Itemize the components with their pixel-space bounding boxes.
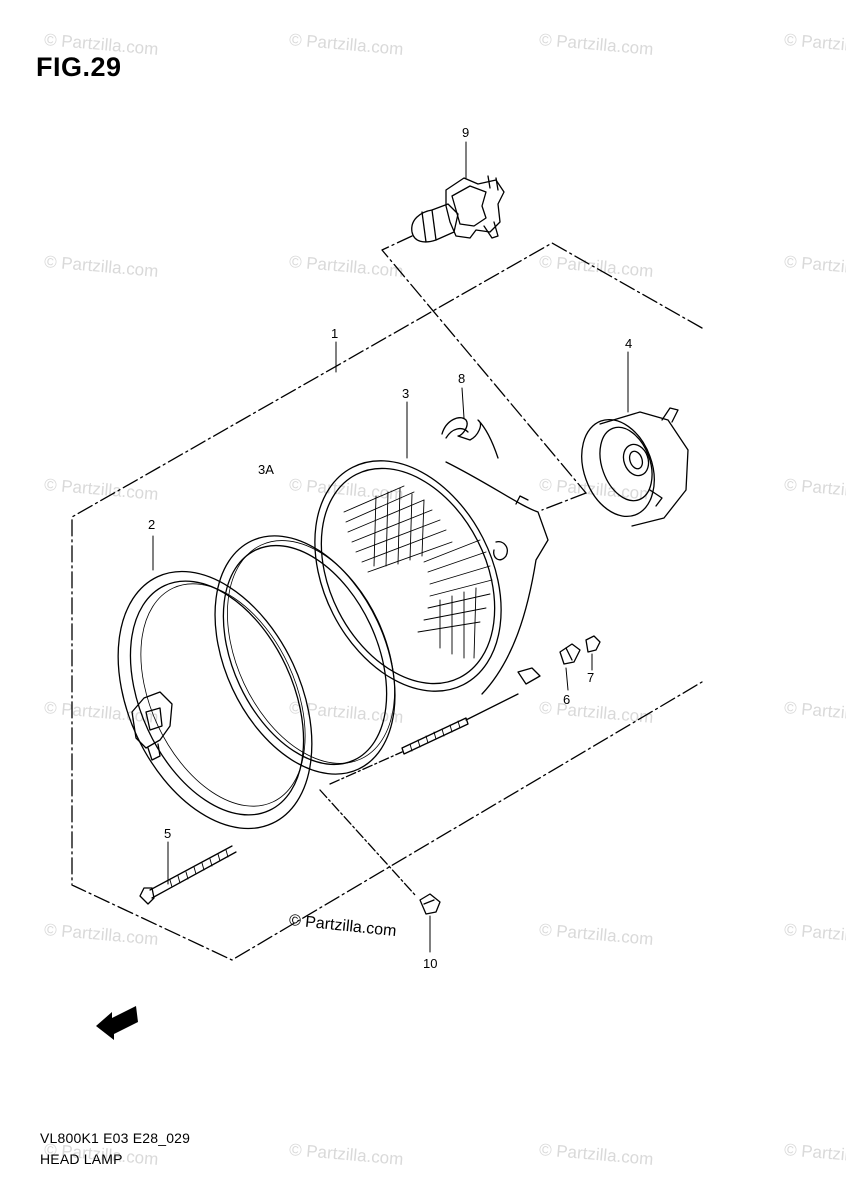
rim-part-2 (117, 570, 313, 830)
screw-part-10 (319, 789, 441, 915)
nut-part-6 (559, 643, 581, 665)
gasket-part-3a (214, 535, 396, 775)
screw-part-5 (139, 845, 237, 905)
forward-arrow-icon (96, 1006, 138, 1040)
callout-4: 4 (625, 336, 632, 351)
callout-2: 2 (148, 517, 155, 532)
callout-7: 7 (587, 670, 594, 685)
lens-pattern (343, 485, 493, 659)
assembly-boundary (71, 242, 703, 961)
figure-code: VL800K1 E03 E28_029 (40, 1130, 191, 1146)
callout-8: 8 (458, 371, 465, 386)
callout-3a: 3A (258, 462, 274, 477)
cap-part-7 (585, 635, 601, 653)
callout-leaders (152, 141, 629, 953)
socket-part-4 (581, 407, 689, 527)
adjuster-spring (329, 693, 519, 785)
callout-1: 1 (331, 326, 338, 341)
lens-unit-part-3 (314, 460, 549, 695)
bulb-leader-lines (381, 235, 587, 511)
callout-3: 3 (402, 386, 409, 401)
figure-title: FIG.29 (36, 52, 122, 82)
callout-10: 10 (423, 956, 437, 971)
spring-clip-part-8 (441, 417, 499, 459)
figure-name: HEAD LAMP (40, 1151, 123, 1167)
callout-6: 6 (563, 692, 570, 707)
callout-5: 5 (164, 826, 171, 841)
bulb-part-9 (411, 175, 505, 243)
callout-9: 9 (462, 125, 469, 140)
